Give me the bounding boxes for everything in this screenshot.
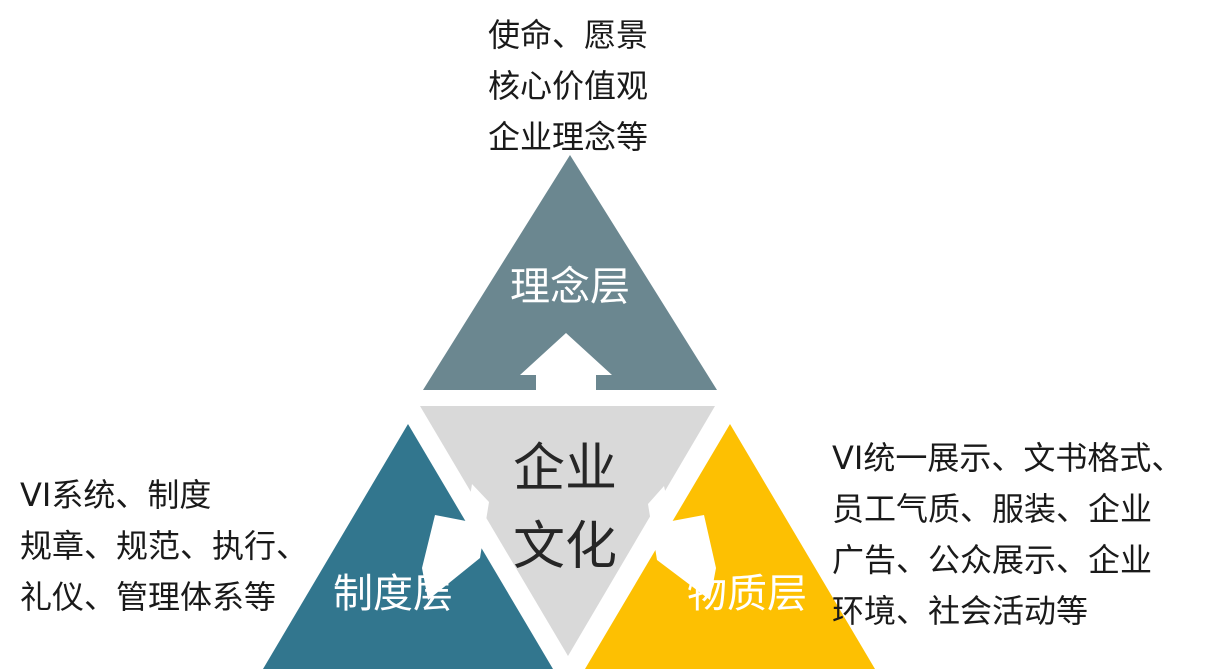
right-layer-label: 物质层 [687, 571, 807, 617]
note-line: 员工气质、服装、企业 [832, 490, 1153, 528]
note-line: 礼仪、管理体系等 [20, 578, 277, 616]
right-layer-triangle [585, 424, 875, 669]
note-line: 核心价值观 [488, 67, 649, 105]
top-layer-label: 理念层 [510, 264, 630, 310]
right-layer-notes: VI统一展示、文书格式、 员工气质、服装、企业 广告、公众展示、企业 环境、社会… [832, 433, 1183, 637]
note-line: VI系统、制度 [20, 476, 212, 514]
note-line: 环境、社会活动等 [832, 592, 1089, 630]
note-line: 规章、规范、执行、 [20, 527, 309, 565]
left-layer-label: 制度层 [333, 571, 453, 617]
note-line: 企业理念等 [488, 118, 649, 156]
note-line: 广告、公众展示、企业 [832, 541, 1153, 579]
note-line: VI统一展示、文书格式、 [832, 439, 1184, 477]
arrow-down-left-icon [422, 484, 489, 600]
left-layer-triangle [263, 424, 553, 669]
center-label-line1: 企业 [513, 439, 617, 499]
note-line: 使命、愿景 [488, 16, 649, 54]
center-triangle [420, 406, 715, 656]
left-layer-notes: VI系统、制度 规章、规范、执行、 礼仪、管理体系等 [20, 470, 308, 623]
arrow-up-icon [520, 333, 612, 390]
top-layer-notes: 使命、愿景 核心价值观 企业理念等 [488, 10, 648, 163]
center-label-line2: 文化 [513, 517, 617, 577]
top-layer-triangle [423, 155, 717, 390]
arrow-down-right-icon [648, 486, 716, 600]
